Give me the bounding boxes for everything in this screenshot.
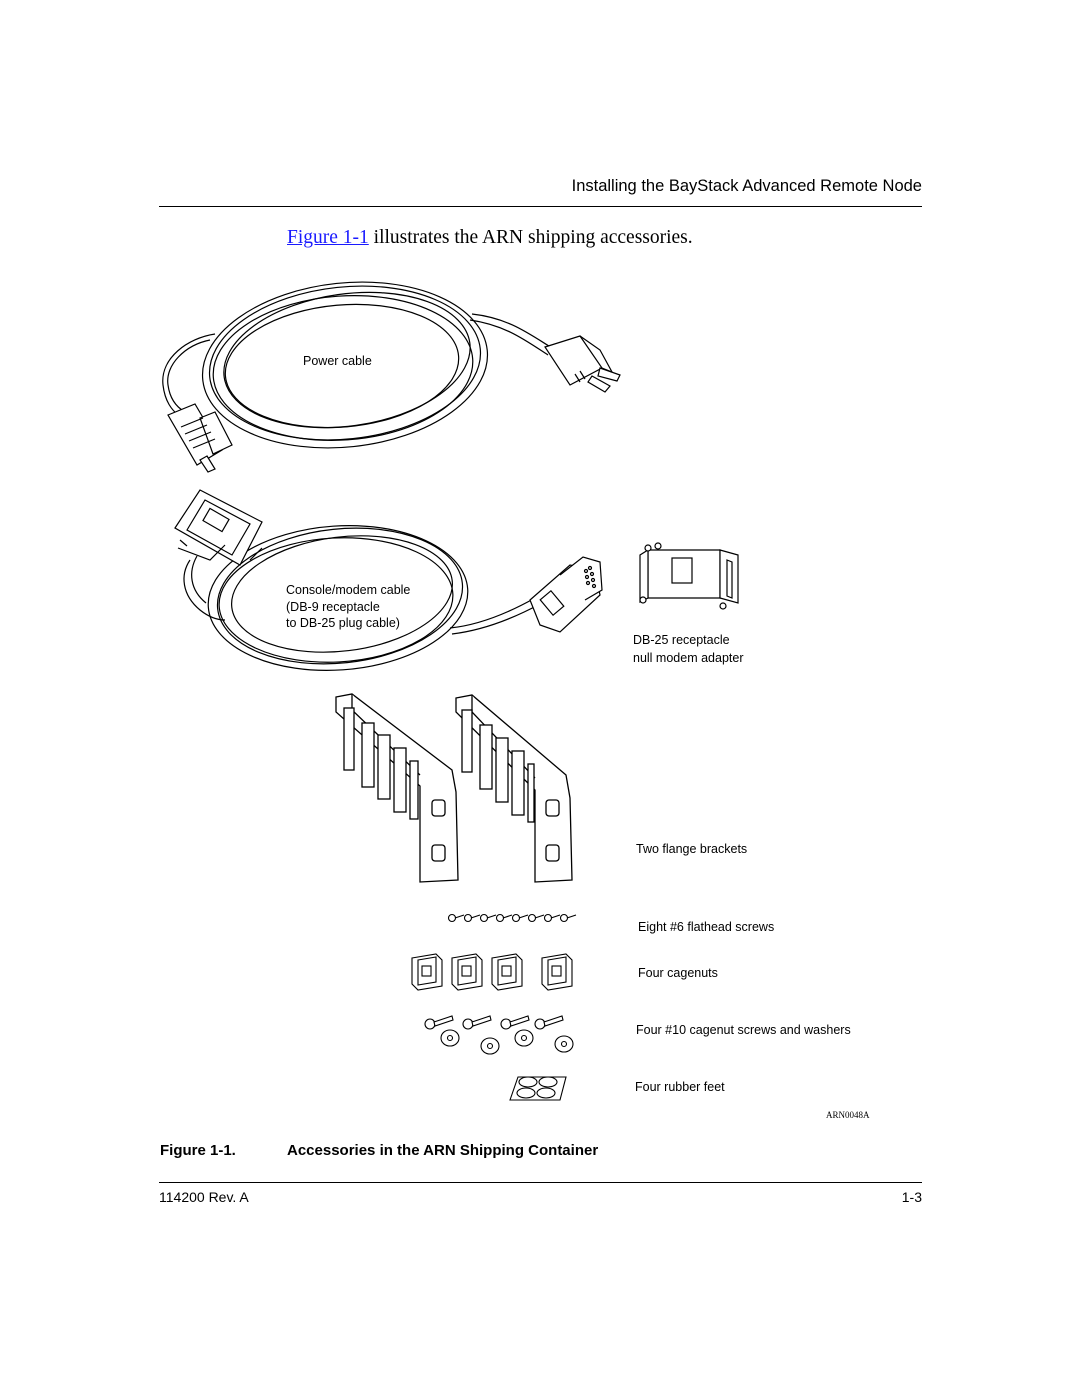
flathead-screws-illustration <box>447 913 577 923</box>
screws-label: Eight #6 flathead screws <box>638 920 774 934</box>
brackets-label: Two flange brackets <box>636 842 747 856</box>
cagenut-screws-washers-illustration <box>424 1015 574 1055</box>
console-cable-label-line2: (DB-9 receptacle <box>286 600 380 614</box>
accessories-figure: Power cable Console/modem cable (DB-9 re… <box>162 281 870 1120</box>
cagenut-screws-label: Four #10 cagenut screws and washers <box>636 1023 851 1037</box>
cagenuts-label: Four cagenuts <box>638 966 718 980</box>
header-rule <box>159 206 922 207</box>
figure-caption: Figure 1-1. Accessories in the ARN Shippi… <box>160 1142 598 1159</box>
intro-paragraph: Figure 1-1 illustrates the ARN shipping … <box>287 227 693 249</box>
adapter-label-line1: DB-25 receptacle <box>633 633 730 647</box>
caption-title: Accessories in the ARN Shipping Containe… <box>287 1142 599 1159</box>
console-cable-illustration <box>174 489 603 671</box>
null-modem-adapter-illustration <box>639 542 739 610</box>
footer-page-number: 1-3 <box>901 1189 922 1205</box>
console-cable-label-line1: Console/modem cable <box>286 583 410 597</box>
adapter-label-line2: null modem adapter <box>633 651 743 665</box>
console-cable-label-line3: to DB-25 plug cable) <box>286 616 400 630</box>
power-cable-label: Power cable <box>303 354 372 368</box>
intro-text: illustrates the ARN shipping accessories… <box>368 227 693 248</box>
footer-rule <box>159 1182 922 1183</box>
footer-doc-number: 114200 Rev. A <box>159 1189 249 1205</box>
rubber-feet-illustration <box>509 1076 567 1101</box>
flange-brackets-illustration <box>335 693 573 883</box>
running-header: Installing the BayStack Advanced Remote … <box>571 177 922 195</box>
rubber-feet-label: Four rubber feet <box>635 1080 725 1094</box>
figure-cross-reference-link[interactable]: Figure 1-1 <box>287 227 369 248</box>
power-cable-illustration <box>162 281 621 473</box>
art-code-label: ARN0048A <box>826 1110 870 1120</box>
caption-number: Figure 1-1. <box>160 1142 236 1159</box>
cagenuts-illustration <box>411 953 573 991</box>
